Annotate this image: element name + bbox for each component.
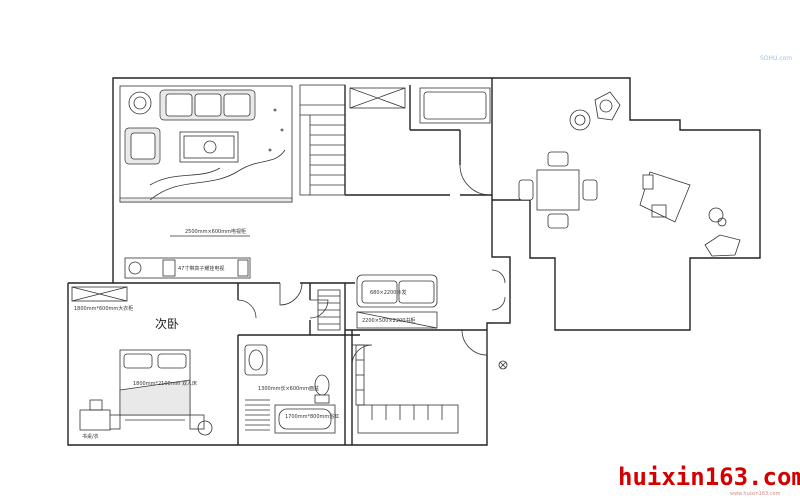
cabinet-label: 2200×500×2200书柜 <box>362 317 415 324</box>
sofa-label: 680×2200沙发 <box>370 289 406 296</box>
utility-boxes <box>349 87 491 124</box>
wash-basin-label: 1300mm长×600mm面盆 <box>258 385 319 392</box>
bed-label: 1800mm*2100mm 双人床 <box>133 380 197 387</box>
tv-cabinet-label: 2500mm×600mm电视柜 <box>185 228 246 235</box>
site-watermark: huixin163.com <box>618 463 800 491</box>
interior-walls <box>113 85 492 445</box>
site-watermark-sub: www.huixin163.com <box>730 491 781 497</box>
staircase <box>299 84 346 196</box>
secondary-bedroom-title: 次卧 <box>155 317 179 331</box>
corridor-sofa <box>356 274 438 329</box>
wardrobe-label: 1800mm*600mm大衣柜 <box>74 305 133 312</box>
bedroom-furniture <box>71 286 213 436</box>
terrace-furniture <box>498 91 741 370</box>
tv-label: 47寸带高子耀挂电视 <box>178 265 224 272</box>
doors <box>237 164 510 366</box>
desk-label: 书桌/衣 <box>82 433 99 440</box>
side-watermark: SOHU.com <box>760 55 792 62</box>
closet-shelves <box>317 289 341 331</box>
bathroom-fixtures <box>244 344 336 434</box>
bathtub-label: 1700mm*800mm浴缸 <box>285 413 339 420</box>
storage-rail <box>355 344 459 434</box>
living-room-furniture <box>119 85 293 279</box>
